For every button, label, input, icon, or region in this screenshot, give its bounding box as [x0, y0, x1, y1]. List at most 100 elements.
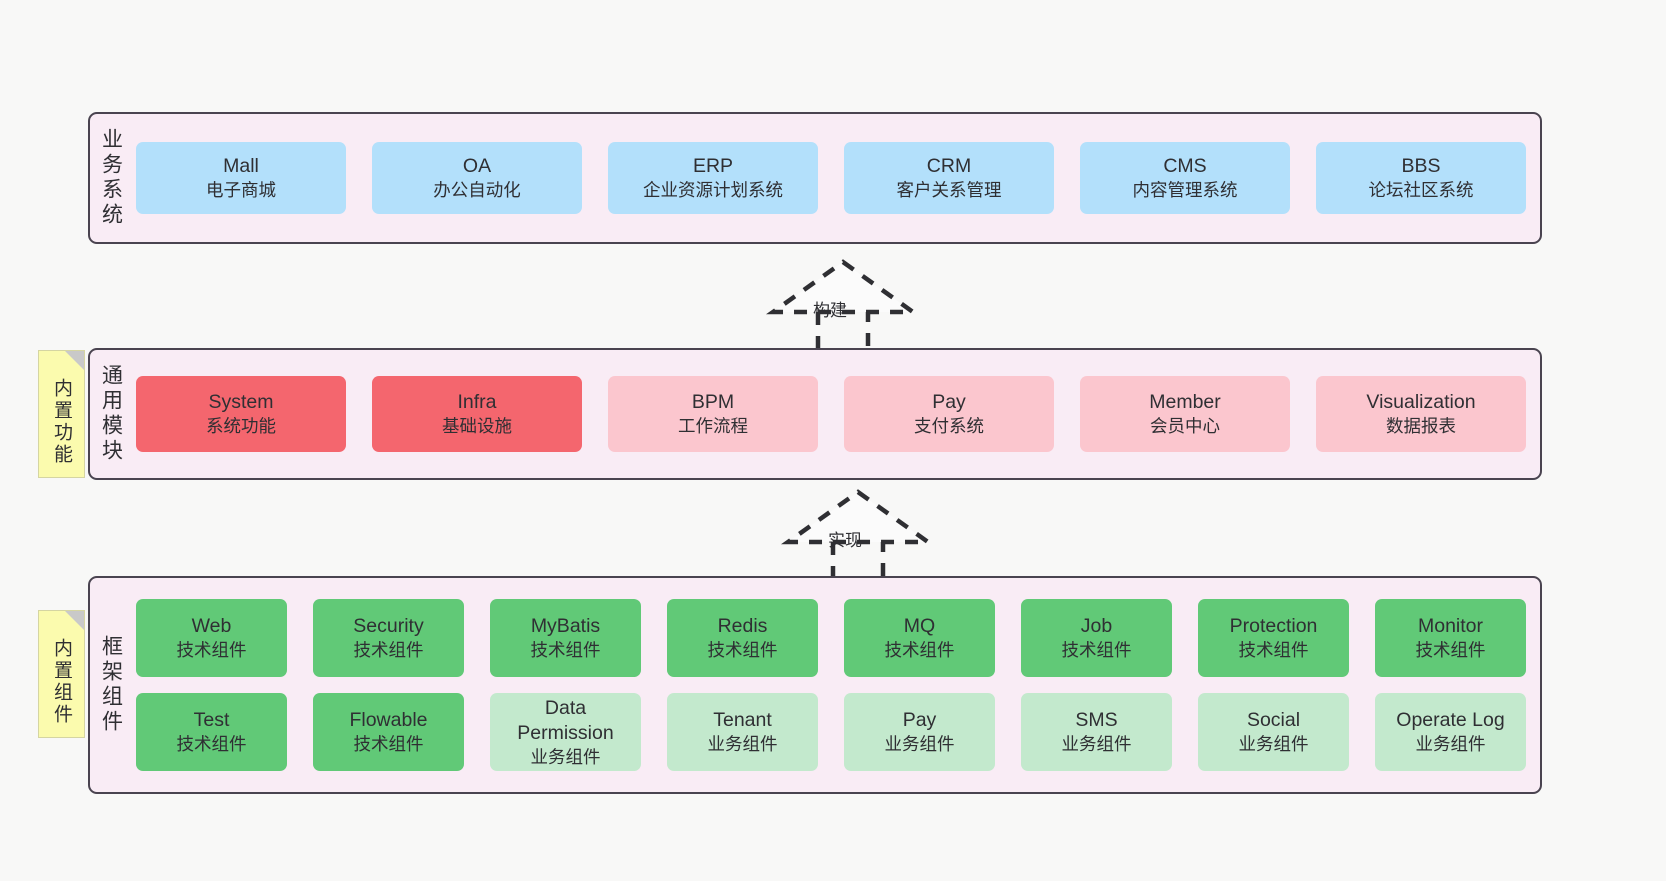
node-subtitle: 技术组件 — [353, 734, 424, 755]
node-subtitle: 系统功能 — [206, 416, 276, 437]
node-title: Data Permission — [517, 696, 614, 744]
layer-common: 通用模块 System 系统功能 Infra 基础设施 BPM 工作流程 Pay… — [88, 348, 1542, 480]
node-title: ERP — [692, 155, 734, 178]
node-web[interactable]: Web 技术组件 — [136, 599, 287, 677]
node-title: BBS — [1401, 155, 1441, 178]
node-title: BPM — [691, 391, 735, 414]
layer-business-title: 业务系统 — [99, 128, 123, 228]
node-title: Flowable — [349, 709, 428, 732]
node-title: MyBatis — [530, 615, 601, 638]
node-subtitle: 论坛社区系统 — [1368, 180, 1474, 201]
node-subtitle: 支付系统 — [914, 416, 984, 437]
node-subtitle: 技术组件 — [176, 734, 247, 755]
node-crm[interactable]: CRM 客户关系管理 — [844, 142, 1054, 214]
layer-framework-title: 框架组件 — [99, 635, 123, 735]
node-subtitle: 电子商城 — [206, 180, 276, 201]
node-infra[interactable]: Infra 基础设施 — [372, 376, 582, 452]
layer-business: 业务系统 Mall 电子商城 OA 办公自动化 ERP 企业资源计划系统 CRM… — [88, 112, 1542, 244]
node-subtitle: 工作流程 — [678, 416, 748, 437]
node-social[interactable]: Social 业务组件 — [1198, 693, 1349, 771]
node-subtitle: 客户关系管理 — [896, 180, 1002, 201]
node-subtitle: 技术组件 — [707, 640, 778, 661]
layer-common-title: 通用模块 — [99, 364, 123, 464]
node-title: Infra — [457, 391, 497, 414]
node-member[interactable]: Member 会员中心 — [1080, 376, 1290, 452]
node-row: Web 技术组件 Security 技术组件 MyBatis 技术组件 Redi… — [136, 599, 1526, 677]
node-subtitle: 技术组件 — [176, 640, 247, 661]
node-subtitle: 技术组件 — [884, 640, 955, 661]
node-subtitle: 业务组件 — [1238, 734, 1309, 755]
connector-realize-label: 实现 — [828, 531, 862, 550]
node-visualization[interactable]: Visualization 数据报表 — [1316, 376, 1526, 452]
node-title: Pay — [902, 709, 937, 732]
node-title: MQ — [903, 615, 936, 638]
node-title: Test — [193, 709, 230, 732]
node-erp[interactable]: ERP 企业资源计划系统 — [608, 142, 818, 214]
node-title: Web — [191, 615, 232, 638]
node-title: Job — [1080, 615, 1113, 638]
node-title: CRM — [926, 155, 972, 178]
node-mq[interactable]: MQ 技术组件 — [844, 599, 995, 677]
node-mybatis[interactable]: MyBatis 技术组件 — [490, 599, 641, 677]
connector-build-label: 构建 — [813, 301, 847, 320]
sticky-note-builtin-features: 内置功能 — [38, 350, 85, 478]
node-title: Redis — [717, 615, 768, 638]
node-row: Test 技术组件 Flowable 技术组件 Data Permission … — [136, 693, 1526, 771]
node-title: Visualization — [1366, 391, 1476, 414]
node-sms[interactable]: SMS 业务组件 — [1021, 693, 1172, 771]
sticky-note-builtin-components: 内置组件 — [38, 610, 85, 738]
node-title: Security — [353, 615, 424, 638]
node-data-permission[interactable]: Data Permission 业务组件 — [490, 693, 641, 771]
generalization-arrow-icon — [765, 259, 921, 355]
node-title: System — [208, 391, 274, 414]
node-subtitle: 业务组件 — [1061, 734, 1132, 755]
node-bbs[interactable]: BBS 论坛社区系统 — [1316, 142, 1526, 214]
layer-common-body: System 系统功能 Infra 基础设施 BPM 工作流程 Pay 支付系统… — [132, 350, 1540, 478]
node-title: Member — [1149, 391, 1221, 414]
connector-realize: 实现 — [770, 486, 950, 586]
generalization-arrow-icon — [780, 489, 936, 585]
node-oa[interactable]: OA 办公自动化 — [372, 142, 582, 214]
node-subtitle: 技术组件 — [1238, 640, 1309, 661]
node-mall[interactable]: Mall 电子商城 — [136, 142, 346, 214]
node-cms[interactable]: CMS 内容管理系统 — [1080, 142, 1290, 214]
node-subtitle: 技术组件 — [530, 640, 601, 661]
node-test[interactable]: Test 技术组件 — [136, 693, 287, 771]
node-bpm[interactable]: BPM 工作流程 — [608, 376, 818, 452]
node-monitor[interactable]: Monitor 技术组件 — [1375, 599, 1526, 677]
node-subtitle: 内容管理系统 — [1132, 180, 1238, 201]
layer-framework: 框架组件 Web 技术组件 Security 技术组件 MyBatis 技术组件… — [88, 576, 1542, 794]
node-subtitle: 业务组件 — [530, 746, 601, 767]
node-protection[interactable]: Protection 技术组件 — [1198, 599, 1349, 677]
node-tenant[interactable]: Tenant 业务组件 — [667, 693, 818, 771]
node-title: Social — [1246, 709, 1301, 732]
node-pay-business[interactable]: Pay 业务组件 — [844, 693, 995, 771]
layer-framework-body: Web 技术组件 Security 技术组件 MyBatis 技术组件 Redi… — [132, 578, 1540, 792]
node-title: Pay — [932, 391, 966, 414]
node-row: System 系统功能 Infra 基础设施 BPM 工作流程 Pay 支付系统… — [136, 376, 1526, 452]
node-row: Mall 电子商城 OA 办公自动化 ERP 企业资源计划系统 CRM 客户关系… — [136, 142, 1526, 214]
node-security[interactable]: Security 技术组件 — [313, 599, 464, 677]
node-redis[interactable]: Redis 技术组件 — [667, 599, 818, 677]
node-subtitle: 技术组件 — [1415, 640, 1486, 661]
node-title: CMS — [1163, 155, 1207, 178]
node-subtitle: 技术组件 — [353, 640, 424, 661]
node-title: Tenant — [713, 709, 772, 732]
node-flowable[interactable]: Flowable 技术组件 — [313, 693, 464, 771]
node-pay[interactable]: Pay 支付系统 — [844, 376, 1054, 452]
node-subtitle: 业务组件 — [707, 734, 778, 755]
node-subtitle: 会员中心 — [1150, 416, 1220, 437]
node-job[interactable]: Job 技术组件 — [1021, 599, 1172, 677]
node-operate-log[interactable]: Operate Log 业务组件 — [1375, 693, 1526, 771]
node-subtitle: 技术组件 — [1061, 640, 1132, 661]
node-title: Operate Log — [1396, 709, 1505, 732]
node-subtitle: 业务组件 — [1415, 734, 1486, 755]
node-subtitle: 企业资源计划系统 — [643, 180, 783, 201]
node-subtitle: 业务组件 — [884, 734, 955, 755]
node-system[interactable]: System 系统功能 — [136, 376, 346, 452]
node-subtitle: 基础设施 — [442, 416, 512, 437]
layer-business-body: Mall 电子商城 OA 办公自动化 ERP 企业资源计划系统 CRM 客户关系… — [132, 114, 1540, 242]
node-title: SMS — [1075, 709, 1118, 732]
node-subtitle: 办公自动化 — [433, 180, 521, 201]
node-title: Mall — [223, 155, 259, 178]
